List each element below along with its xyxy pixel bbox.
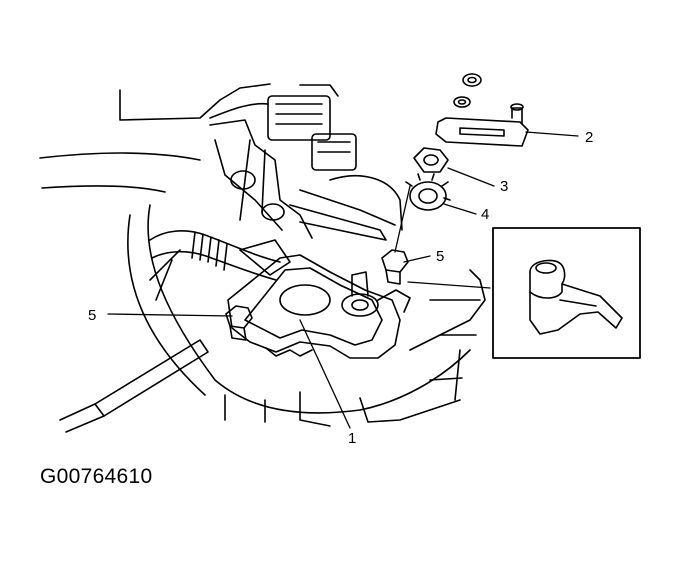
callout-1: 1 [348, 430, 356, 447]
figure-id-label: G00764610 [40, 465, 153, 488]
detail-inset [492, 227, 641, 359]
mounting-bracket [209, 119, 387, 241]
wiring-harness [149, 230, 291, 281]
manual-valve-shaft [341, 271, 411, 317]
small-washers [453, 73, 482, 108]
callout-4: 4 [481, 206, 489, 223]
lock-washer [405, 173, 451, 211]
callout-2: 2 [585, 129, 593, 146]
callout-3: 3 [500, 178, 508, 195]
harness-connector [209, 84, 357, 171]
bolt-upper [381, 249, 409, 285]
callout-5-left: 5 [88, 307, 96, 324]
callout-5-upper: 5 [436, 248, 444, 265]
neutral-switch-body [227, 254, 401, 359]
shift-rod [59, 339, 209, 433]
bolt-lower [225, 305, 253, 341]
transmission-housing [39, 83, 486, 427]
switch-lever [435, 103, 529, 147]
lock-nut [413, 147, 449, 173]
leader-lines [107, 131, 579, 429]
